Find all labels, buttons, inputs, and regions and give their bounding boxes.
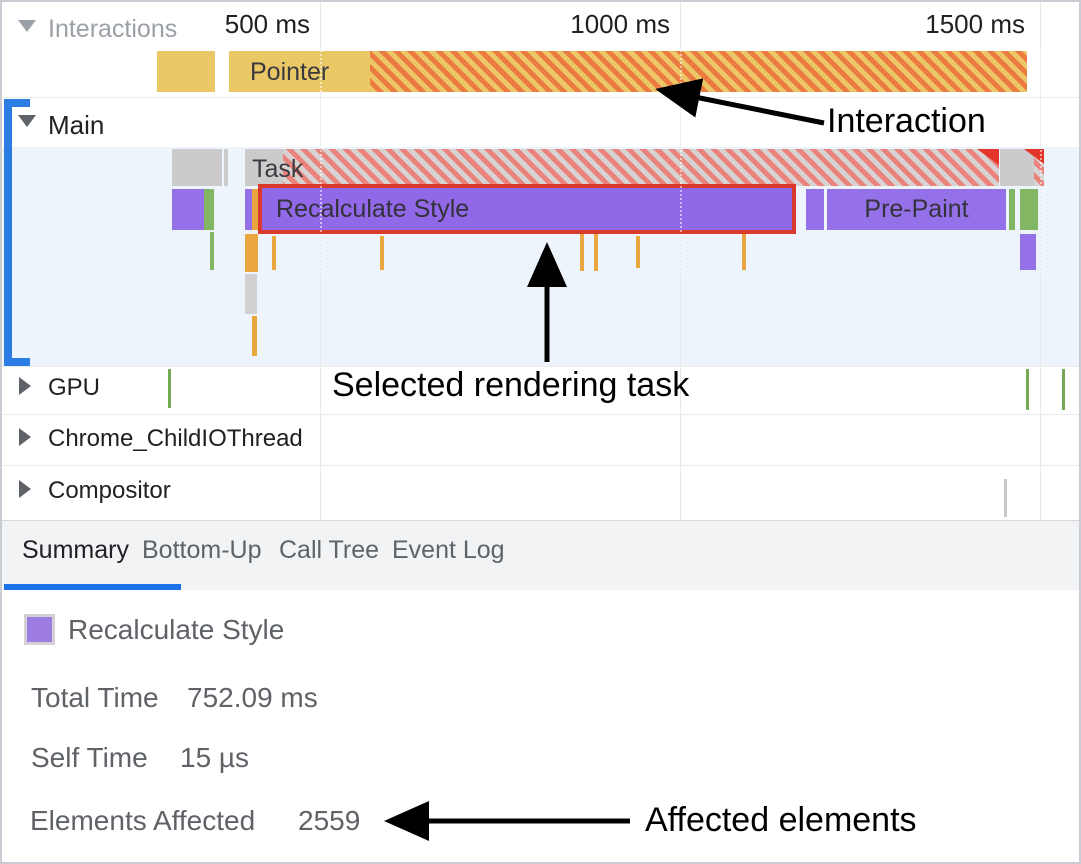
- gray-child-bar[interactable]: [245, 274, 257, 314]
- orange-tick-bar[interactable]: [380, 236, 384, 270]
- ruler-tick-500ms: 500 ms: [224, 9, 310, 39]
- style-recalc-small-bar[interactable]: [172, 189, 204, 230]
- long-task-bar-solid-head: [245, 149, 283, 186]
- task-end-warning-triangle-icon: [1024, 149, 1044, 164]
- pre-paint-label: Pre-Paint: [864, 195, 969, 223]
- tab-call-tree[interactable]: Call Tree: [279, 536, 380, 564]
- ruler-tick-1500ms: 1500 ms: [925, 9, 1025, 39]
- orange-tick-bar[interactable]: [742, 234, 746, 270]
- gpu-activity-tick[interactable]: [168, 369, 171, 408]
- purple-sliver-bar[interactable]: [245, 189, 252, 230]
- track-separator: [2, 414, 1079, 415]
- summary-pane: Recalculate Style Total Time 752.09 ms S…: [2, 590, 1079, 862]
- event-color-swatch: [24, 614, 55, 645]
- track-separator: [2, 97, 1079, 98]
- track-separator: [2, 366, 1079, 367]
- selected-tab-underline: [4, 584, 181, 590]
- pre-paint-bar[interactable]: Pre-Paint: [827, 189, 1006, 230]
- orange-tick-bar[interactable]: [580, 234, 584, 271]
- total-time-label: Total Time: [31, 682, 159, 713]
- main-track-focus-bracket-top: [4, 99, 30, 107]
- tab-bottom-up[interactable]: Bottom-Up: [142, 536, 262, 564]
- main-track-label[interactable]: Main: [48, 110, 105, 140]
- childio-expand-caret-icon[interactable]: [19, 428, 31, 446]
- self-time-value: 15 µs: [180, 742, 250, 773]
- compositor-activity-tick[interactable]: [1004, 479, 1007, 517]
- pointer-interaction-bar[interactable]: Pointer: [229, 51, 1027, 92]
- gridline-dotted-overlay: [320, 47, 322, 275]
- orange-tick-bar[interactable]: [594, 234, 598, 271]
- gpu-track-label[interactable]: GPU: [48, 374, 101, 401]
- total-time-value: 752.09 ms: [187, 682, 318, 713]
- selected-recalculate-style-label: Recalculate Style: [276, 194, 470, 223]
- elements-affected-label: Elements Affected: [30, 805, 256, 836]
- orange-deep-child-bar[interactable]: [252, 316, 257, 356]
- green-bar-small[interactable]: [1009, 189, 1015, 230]
- orange-sliver-bar[interactable]: [252, 189, 259, 230]
- task-bar-short[interactable]: [172, 149, 222, 186]
- gpu-expand-caret-icon[interactable]: [19, 377, 31, 395]
- childio-track-label[interactable]: Chrome_ChildIOThread: [48, 425, 303, 452]
- summary-event-title: Recalculate Style: [68, 614, 285, 645]
- orange-tick-bar[interactable]: [272, 236, 276, 270]
- pointer-interaction-stripes: [370, 51, 1027, 92]
- long-task-label: Task: [252, 155, 304, 183]
- compositor-track-label[interactable]: Compositor: [48, 477, 171, 504]
- interactions-collapse-caret-icon[interactable]: [18, 20, 36, 32]
- task-bar-sliver[interactable]: [224, 149, 228, 186]
- orange-child-bar[interactable]: [245, 234, 258, 272]
- purple-bar-after-selection[interactable]: [806, 189, 824, 230]
- purple-child-bar[interactable]: [1020, 234, 1036, 270]
- interaction-annotation: Interaction: [827, 102, 986, 140]
- ruler-tick-1000ms: 1000 ms: [570, 9, 670, 39]
- compositor-expand-caret-icon[interactable]: [19, 480, 31, 498]
- gridline-dotted-overlay: [680, 47, 682, 275]
- elements-affected-value: 2559: [298, 805, 361, 836]
- green-tick-bar[interactable]: [210, 232, 214, 270]
- details-tab-bar: Summary Bottom-Up Call Tree Event Log: [2, 520, 1079, 590]
- selected-task-annotation: Selected rendering task: [332, 366, 690, 404]
- main-track-focus-bracket: [4, 99, 12, 366]
- interaction-event-bar[interactable]: [157, 51, 215, 92]
- script-green-bar[interactable]: [204, 189, 214, 230]
- gridline-dotted-overlay: [1040, 47, 1042, 275]
- long-task-warning-triangle-icon: [977, 149, 999, 165]
- interactions-track-label[interactable]: Interactions: [48, 15, 178, 43]
- main-track-focus-bracket-bottom: [4, 358, 30, 366]
- gpu-activity-tick[interactable]: [1062, 369, 1065, 410]
- gpu-activity-tick[interactable]: [1026, 369, 1029, 410]
- tab-event-log[interactable]: Event Log: [392, 536, 505, 564]
- orange-tick-bar[interactable]: [636, 236, 640, 268]
- track-separator: [2, 465, 1079, 466]
- task-bar-end-stripes[interactable]: [1034, 149, 1044, 186]
- main-collapse-caret-icon[interactable]: [18, 115, 36, 127]
- interaction-arrow: [655, 78, 825, 126]
- selected-recalculate-style-bar[interactable]: Recalculate Style: [258, 184, 796, 234]
- pointer-interaction-label: Pointer: [250, 58, 330, 86]
- self-time-label: Self Time: [31, 742, 148, 773]
- green-bar-end[interactable]: [1020, 189, 1038, 230]
- tab-summary[interactable]: Summary: [22, 536, 129, 564]
- long-task-bar[interactable]: Task: [245, 149, 999, 186]
- affected-elements-annotation: Affected elements: [645, 801, 917, 839]
